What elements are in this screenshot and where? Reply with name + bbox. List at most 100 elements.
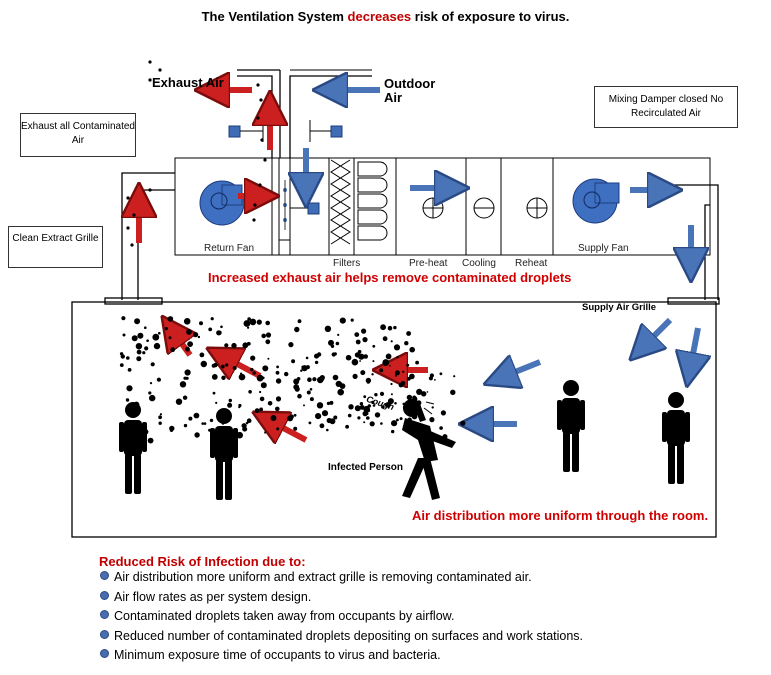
droplet [394,402,397,405]
droplet [134,318,141,325]
droplet [348,404,354,410]
droplet [293,378,300,385]
fresh-air-arrows [306,90,698,424]
contaminated-droplets [119,60,466,444]
droplet [259,396,265,402]
droplet [258,183,262,187]
summary-heading: Reduced Risk of Infection due to: [99,554,306,569]
droplet [170,347,176,353]
droplet [148,391,152,395]
droplet [391,420,398,427]
droplet [316,352,322,357]
room-outline [71,301,717,538]
droplet [238,373,246,381]
coil-icons [422,197,548,219]
droplet [120,354,126,359]
droplet [185,376,189,380]
droplet [305,356,309,360]
reheat-label: Reheat [515,258,548,269]
droplet [144,326,147,330]
droplet [307,377,312,383]
droplet [394,370,400,376]
droplet [158,421,162,425]
droplet [363,421,366,424]
droplet [121,316,126,321]
droplet [246,341,251,346]
callout-exhaust-contaminated: Exhaust all Contaminated Air [20,113,136,157]
infected-person-label: Infected Person [328,462,404,473]
droplet [236,431,243,439]
droplet [293,426,298,431]
supply-fan-icon [572,178,620,224]
droplet [406,331,411,336]
droplet [399,417,403,421]
droplet [347,413,352,418]
summary-item: Minimum exposure time of occupants to vi… [100,646,583,666]
droplet [275,370,280,375]
droplet [316,402,324,409]
droplet [183,318,191,325]
droplet [265,339,271,345]
droplet [245,421,249,425]
droplet [439,426,443,430]
droplet [256,319,262,325]
droplet [396,418,399,422]
droplet [256,83,260,87]
droplet [250,355,256,361]
droplet [260,138,264,142]
summary-item: Air flow rates as per system design. [100,588,583,608]
droplet [431,406,434,409]
droplet [254,408,260,414]
droplet [335,341,340,346]
bullet-icon [100,571,109,580]
droplet [252,371,256,375]
droplet [186,329,192,335]
droplet [132,213,136,217]
droplet [200,360,207,368]
droplet [212,391,216,395]
droplet [153,342,161,350]
droplet [366,380,371,384]
droplet [179,381,187,388]
droplet [387,398,394,405]
droplet [225,363,229,367]
droplet [194,432,200,438]
droplet [360,370,366,376]
droplet [275,406,280,412]
title-prefix: The Ventilation System [201,9,348,24]
droplet [312,377,317,382]
occupant-left-2 [210,408,238,500]
droplet [159,413,162,416]
droplet [390,393,393,396]
droplet [303,404,305,407]
droplet [409,374,415,380]
droplet [308,421,312,425]
droplet [407,376,411,381]
droplet [363,354,369,359]
droplet [263,158,267,162]
droplet [193,412,200,419]
droplet [384,402,391,408]
droplet [201,422,204,425]
droplet [203,422,207,425]
droplet [400,381,406,386]
droplet [421,391,427,397]
summary-item: Reduced number of contaminated droplets … [100,627,583,647]
droplet [270,415,277,421]
droplet [156,377,161,382]
droplet [152,333,160,341]
droplet [220,325,223,329]
exhaust-air-label: Exhaust Air [152,75,224,90]
droplet [369,421,375,427]
callout-clean-extract: Clean Extract Grille [8,226,103,268]
droplet [126,385,133,392]
droplet [211,363,216,368]
droplet [228,398,232,403]
outdoor-air-label: Outdoor Air [384,76,436,105]
droplet [426,391,429,393]
droplet [193,332,199,338]
droplet [238,406,241,409]
droplet [276,427,280,431]
droplet [259,407,263,412]
droplet [265,320,271,326]
